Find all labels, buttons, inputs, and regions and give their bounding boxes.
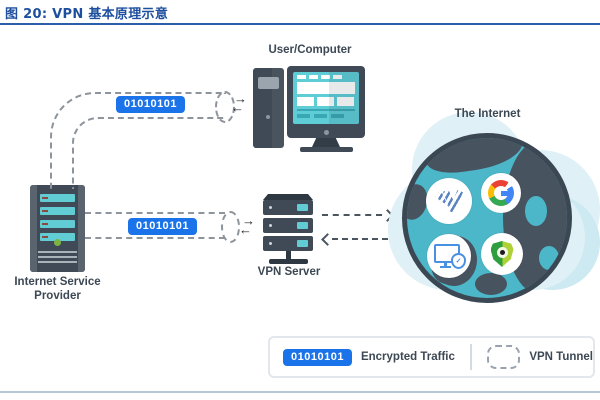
desktop-monitor-icon bbox=[287, 66, 365, 138]
vpn-tunnel-lower-end-cap bbox=[221, 211, 240, 243]
monitor-stand bbox=[312, 138, 340, 147]
from-internet-arrow-line bbox=[332, 238, 388, 240]
bidirectional-arrows-icon-upper: →← bbox=[231, 91, 247, 115]
vpn-server-stand bbox=[286, 251, 291, 260]
isp-power-led bbox=[54, 239, 61, 246]
vpn-server-label: VPN Server bbox=[257, 266, 321, 278]
isp-label-line1: Internet Service bbox=[14, 276, 101, 288]
user-computer-label: User/Computer bbox=[268, 44, 352, 56]
encrypted-traffic-badge-lower: 01010101 bbox=[128, 218, 197, 235]
google-icon bbox=[481, 173, 521, 213]
vpn-tunnel-lower-bottom-line bbox=[85, 237, 225, 239]
legend-divider bbox=[469, 344, 472, 370]
vpn-server-unit bbox=[263, 200, 313, 215]
monitor-base bbox=[300, 147, 353, 152]
vpn-tunnel-upper-inner-line bbox=[72, 117, 226, 189]
legend-encrypted-label: Encrypted Traffic bbox=[360, 351, 455, 363]
isp-label-line2: Provider bbox=[34, 290, 81, 302]
legend-encrypted-badge: 01010101 bbox=[283, 348, 352, 366]
desktop-tower-icon bbox=[253, 68, 284, 148]
striped-v-brand-icon bbox=[426, 178, 472, 224]
title-underline bbox=[0, 23, 600, 25]
green-shield-eye-icon bbox=[481, 233, 523, 275]
vpn-tunnel-icon bbox=[486, 345, 521, 369]
to-internet-arrow-line bbox=[322, 214, 382, 216]
figure-title: 图 20: VPN 基本原理示意 bbox=[5, 7, 169, 22]
vpn-tunnel-upper-outer-line bbox=[50, 92, 226, 189]
legend-box: 01010101 Encrypted Traffic VPN Tunnel bbox=[268, 336, 595, 378]
vpn-server-unit bbox=[263, 218, 313, 233]
vpn-server-top-face bbox=[263, 194, 313, 200]
secure-desktop-icon: ✓ bbox=[427, 234, 471, 278]
legend-tunnel-label: VPN Tunnel bbox=[529, 351, 593, 363]
vpn-tunnel-upper-end-cap bbox=[215, 91, 235, 123]
arrow-left-icon bbox=[321, 233, 334, 246]
internet-label: The Internet bbox=[454, 108, 521, 120]
figure-bottom-rule bbox=[0, 391, 600, 393]
vpn-tunnel-lower-top-line bbox=[85, 212, 225, 214]
globe-icon bbox=[402, 133, 572, 303]
isp-server-icon bbox=[30, 185, 85, 272]
vpn-server-unit bbox=[263, 236, 313, 251]
vpn-server-base bbox=[269, 259, 308, 264]
bidirectional-arrows-icon-lower: →← bbox=[239, 213, 255, 237]
monitor-screen bbox=[293, 72, 359, 124]
encrypted-traffic-badge-upper: 01010101 bbox=[116, 96, 185, 113]
